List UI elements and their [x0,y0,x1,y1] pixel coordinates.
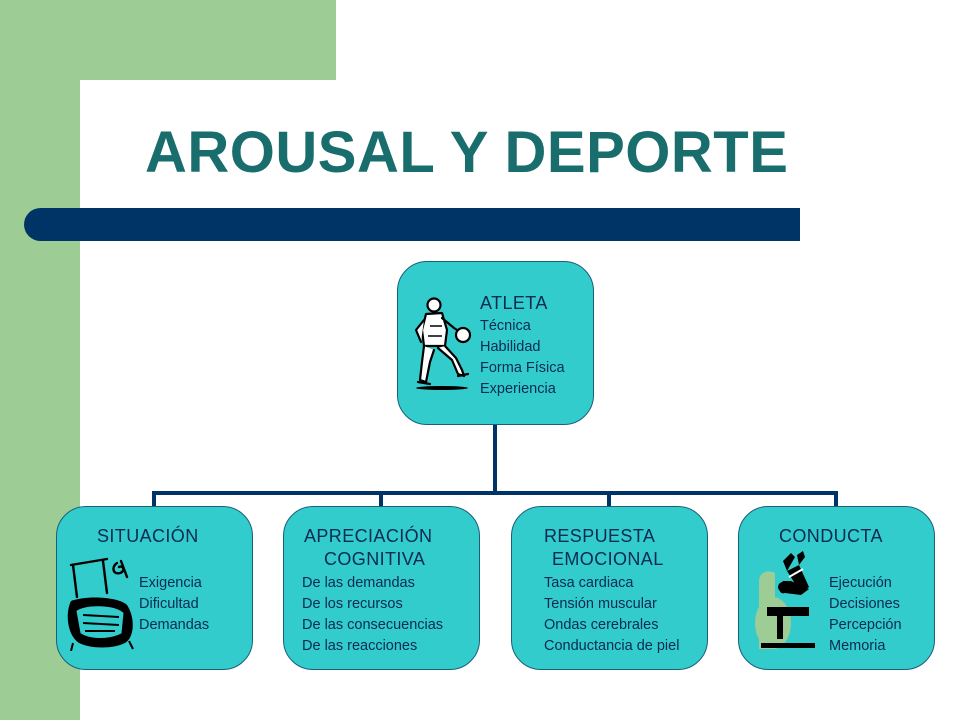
node-heading: ATLETA [480,293,548,313]
hurdle-equipment-icon [67,557,134,651]
node-heading-line-1: RESPUESTA [544,526,656,546]
node-respuesta-emocional: RESPUESTA EMOCIONAL Tasa cardiaca Tensió… [511,506,708,670]
list-item: Percepción [829,617,902,633]
node-heading-line-1: APRECIACIÓN [304,526,433,546]
list-item: Decisiones [829,596,900,612]
node-heading: CONDUCTA [779,526,883,546]
node-item-list: Técnica Habilidad Forma Física Experienc… [480,316,565,400]
node-heading-line-2: EMOCIONAL [552,549,664,569]
list-item: Tensión muscular [544,596,657,612]
node-item-list: Tasa cardiaca Tensión muscular Ondas cer… [544,573,679,657]
list-item: Tasa cardiaca [544,575,634,591]
list-item: Memoria [829,638,886,654]
list-item: Dificultad [139,596,199,612]
list-item: De las reacciones [302,638,418,654]
list-item: Conductancia de piel [544,638,680,654]
slide-title: AROUSAL Y DEPORTE [145,120,789,185]
list-item: Técnica [480,318,531,334]
list-item: Demandas [139,617,210,633]
node-item-list: Ejecución Decisiones Percepción Memoria [829,573,902,657]
list-item: De las consecuencias [302,617,444,633]
list-item: Ondas cerebrales [544,617,659,633]
node-conducta: CONDUCTA Ejecución Decisiones Percepción… [738,506,935,670]
node-situacion: SITUACIÓN Exigencia Dificultad Demandas [56,506,253,670]
top-green-band [0,0,336,80]
gymnast-icon [755,551,815,649]
node-atleta: ATLETA Técnica Habilidad Forma Física Ex… [397,261,594,425]
list-item: Ejecución [829,575,892,591]
node-item-list: Exigencia Dificultad Demandas [139,573,209,636]
node-apreciacion-cognitiva: APRECIACIÓN COGNITIVA De las demandas De… [283,506,480,670]
list-item: Forma Física [480,360,565,376]
node-heading: SITUACIÓN [97,526,199,546]
basketball-player-icon [414,297,472,390]
node-heading-line-2: COGNITIVA [324,549,426,569]
node-item-list: De las demandas De los recursos De las c… [302,573,443,657]
title-underline-bar [24,208,800,241]
list-item: De los recursos [302,596,403,612]
list-item: Exigencia [139,575,202,591]
list-item: Experiencia [480,381,556,397]
list-item: De las demandas [302,575,415,591]
list-item: Habilidad [480,339,541,355]
